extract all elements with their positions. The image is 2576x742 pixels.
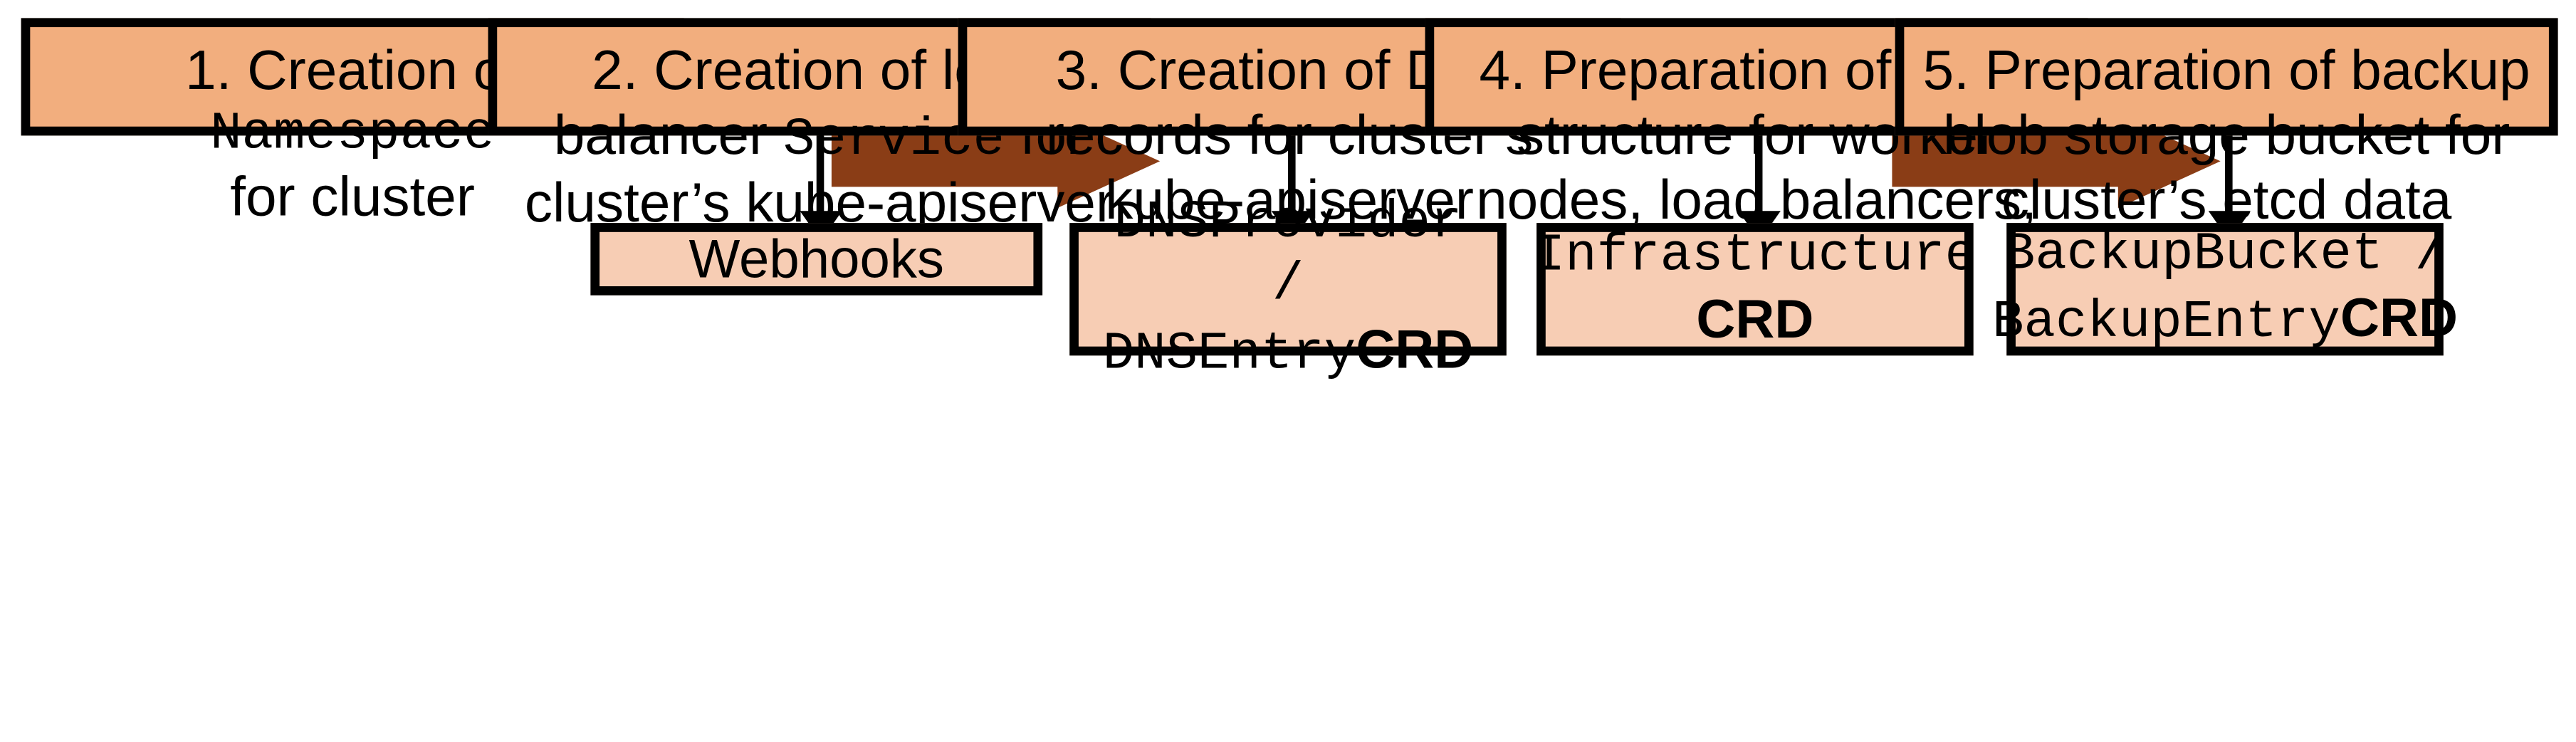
crd-label-dnsentry-line: DNSEntryCRD bbox=[1088, 318, 1489, 386]
crd-tag-step3: CRD bbox=[1356, 317, 1474, 380]
step-1-line-2: Namespace bbox=[210, 103, 496, 164]
connector-step5-to-crd bbox=[2225, 135, 2233, 220]
step-1-line-1: 1. Creation of bbox=[185, 39, 520, 101]
crd-label-infrastructure: Infrastructure bbox=[1533, 226, 1976, 287]
connector-step2-to-webhooks bbox=[816, 135, 824, 220]
step-2-line-2-pre: balancer bbox=[553, 103, 783, 166]
crd-label-dnsentry: DNSEntry bbox=[1102, 323, 1356, 384]
connector-step4-to-crd bbox=[1754, 135, 1763, 220]
crd-label-backupentry-line: BackupEntryCRD bbox=[1992, 286, 2458, 355]
crd-tag-step4: CRD bbox=[1696, 288, 1814, 350]
arrow-step1-to-step2 bbox=[831, 114, 1161, 208]
webhooks-label: Webhooks bbox=[688, 226, 945, 289]
step-5-line-1: 5. Preparation of backup bbox=[1922, 39, 2530, 101]
crd-box-step3[interactable]: DNSProvider / DNSEntryCRD bbox=[1069, 193, 1507, 384]
webhooks-box-step2[interactable]: Webhooks bbox=[590, 223, 1043, 296]
crd-label-dnsprovider: DNSProvider / bbox=[1114, 192, 1462, 315]
crd-label-backupentry: BackupEntry bbox=[1992, 292, 2340, 353]
arrow-step2-to-step3 bbox=[1892, 114, 2221, 208]
step-1-line-3: for cluster bbox=[230, 164, 475, 227]
crd-box-step4[interactable]: Infrastructure CRD bbox=[1533, 223, 1976, 356]
crd-box-step5[interactable]: BackupBucket / BackupEntryCRD bbox=[1992, 223, 2458, 356]
crd-label-backupbucket: BackupBucket / bbox=[2003, 224, 2447, 285]
connector-step3-to-crd bbox=[1288, 135, 1296, 220]
step-box-5[interactable]: 5. Preparation of backup blob storage bu… bbox=[1895, 18, 2558, 230]
crd-tag-step5: CRD bbox=[2340, 286, 2458, 348]
